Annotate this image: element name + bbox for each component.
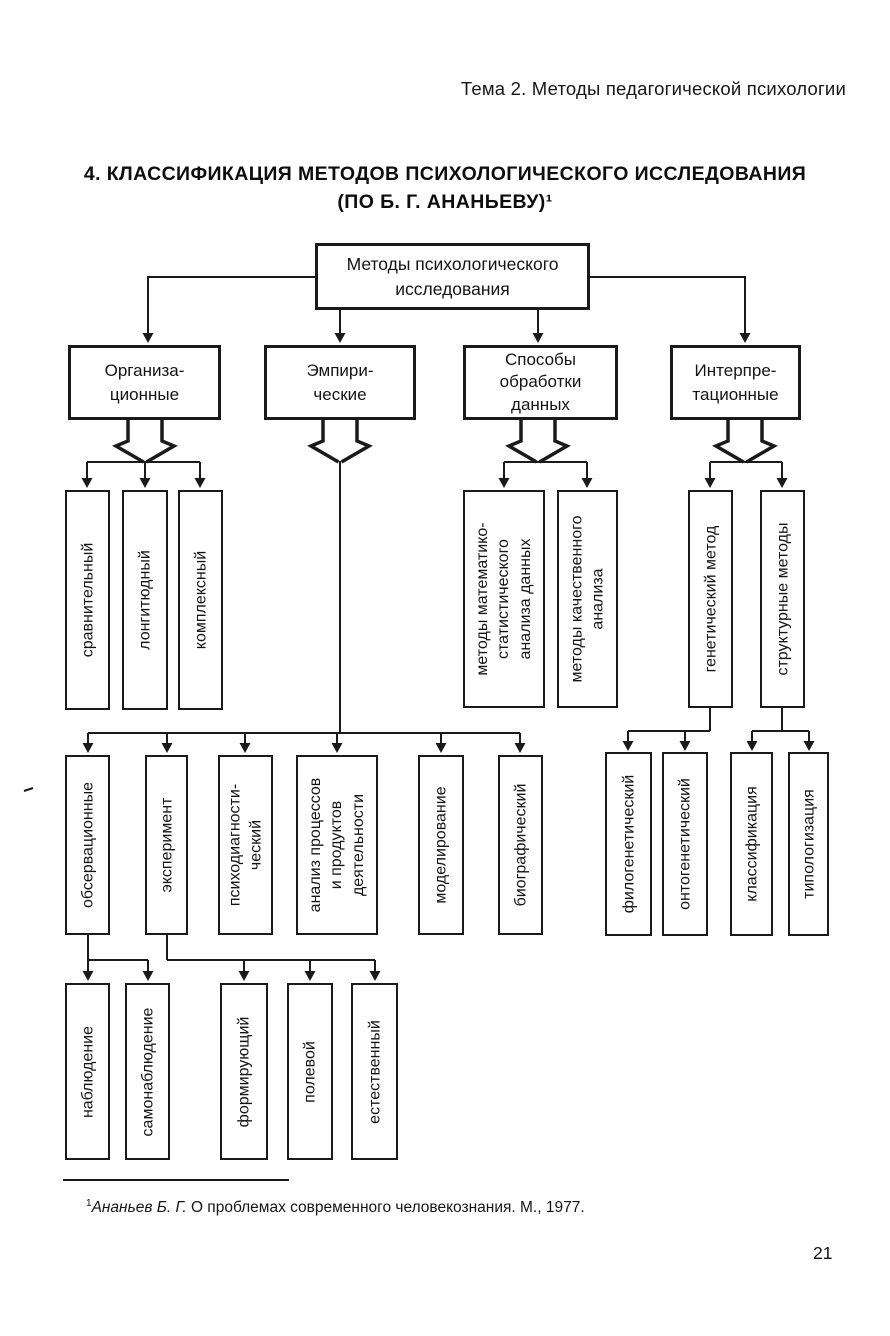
footnote-rule — [63, 1179, 289, 1181]
node-modeling: моделирование — [418, 755, 464, 935]
footnote: 1Ананьев Б. Г. О проблемах современного … — [86, 1198, 585, 1217]
node-math-statistical-analysis: методы математико- статистического анали… — [463, 490, 545, 708]
node-organizational: Организа- ционные — [68, 345, 221, 420]
running-header: Тема 2. Методы педагогической психологии — [460, 78, 846, 99]
node-field: полевой — [287, 983, 333, 1160]
node-qualitative-analysis: методы качественного анализа — [557, 490, 618, 708]
node-phylogenetic: филогенетический — [605, 752, 652, 936]
node-ontogenetic: онтогенетический — [662, 752, 708, 936]
node-genetic-method: генетический метод — [688, 490, 733, 708]
node-formative: формирующий — [220, 983, 268, 1160]
section-title: 4. КЛАССИФИКАЦИЯ МЕТОДОВ ПСИХОЛОГИЧЕСКОГ… — [83, 163, 807, 213]
footnote-text: О проблемах современного человекознания.… — [186, 1199, 585, 1217]
node-self-observation: самонаблюдение — [125, 983, 170, 1160]
node-root: Методы психологического исследования — [315, 243, 590, 310]
node-longitudinal: лонгитюдный — [122, 490, 168, 710]
node-observational: обсервационные — [65, 755, 110, 935]
node-natural: естественный — [351, 983, 398, 1160]
node-classification: классификация — [730, 752, 773, 936]
page-number: 21 — [813, 1243, 833, 1263]
node-empirical: Эмпири- ческие — [264, 345, 416, 420]
node-experiment: эксперимент — [145, 755, 188, 935]
node-biographical: биографический — [498, 755, 543, 935]
node-structural-methods: структурные методы — [760, 490, 805, 708]
node-observation: наблюдение — [65, 983, 110, 1160]
footnote-marker: 1 — [86, 1198, 92, 1209]
node-interpretational: Интерпре- тационные — [670, 345, 801, 420]
node-psychodiagnostic: психодиагности- ческий — [218, 755, 273, 935]
footnote-author: Ананьев Б. Г. — [91, 1199, 187, 1217]
node-typologization: типологизация — [788, 752, 829, 936]
node-comparative: сравнительный — [65, 490, 110, 710]
node-activity-products-analysis: анализ процессов и продуктов деятельност… — [296, 755, 378, 935]
node-data-processing: Способы обработки данных — [463, 345, 618, 420]
node-complex: комплексный — [178, 490, 223, 710]
